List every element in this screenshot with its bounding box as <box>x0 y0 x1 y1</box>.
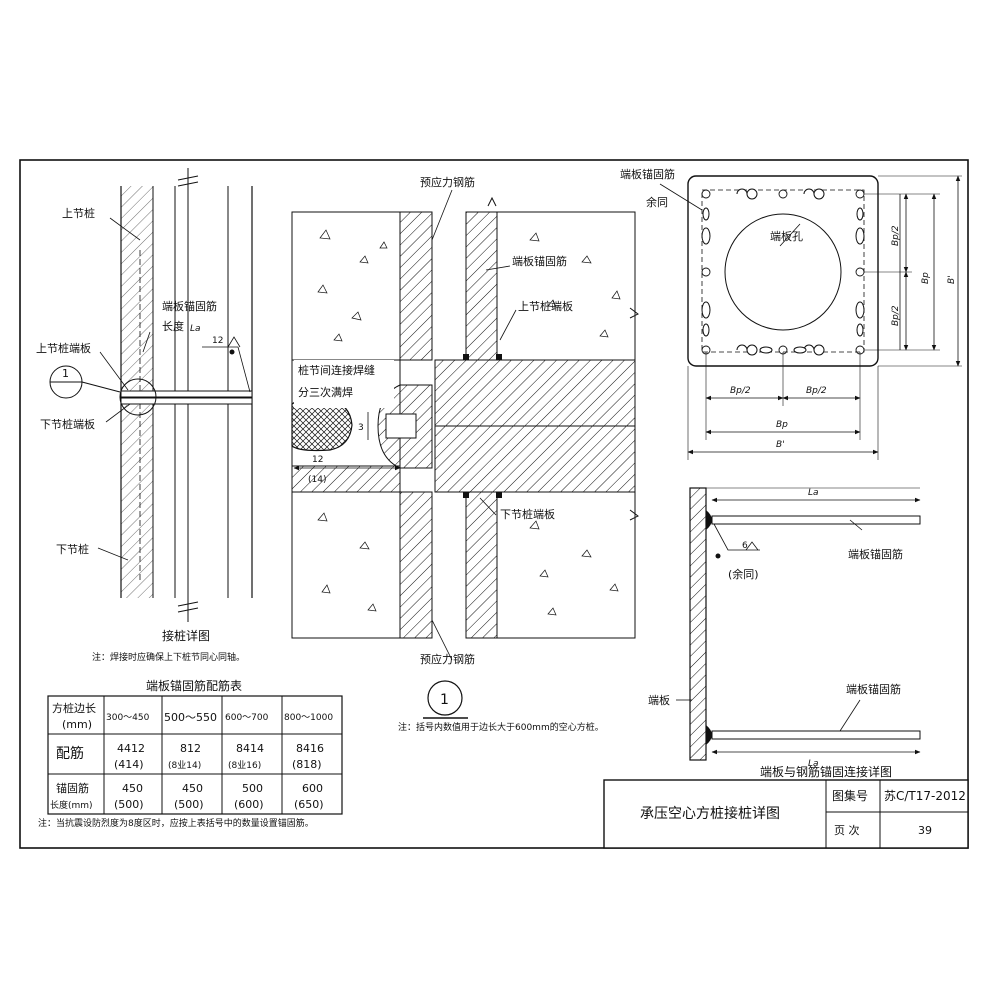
prestress-bottom-label: 预应力钢筋 <box>420 652 475 666</box>
anchor-connection-caption: 端板与钢筋锚固连接详图 <box>760 764 892 779</box>
range-cell: 500～550 <box>164 711 217 724</box>
weld-label-2: 分三次满焊 <box>298 385 353 399</box>
anchor-connection-detail: La 端板锚固筋 6 (余同) 端板 端板锚固筋 La 端板与钢筋锚固连接详图 <box>648 487 921 779</box>
dim-3: 3 <box>358 423 364 433</box>
detail-1: 预应力钢筋 端板锚固筋 上节桩端板 桩节间连接焊缝 分三次满焊 3 12 (14… <box>291 175 639 733</box>
la-symbol: La <box>190 324 201 334</box>
end-plate-hole <box>724 213 842 331</box>
row1-paren-cell: (414) <box>114 758 144 771</box>
same-label: (余同) <box>728 567 759 581</box>
row1-paren-cell: (8业16) <box>228 760 261 771</box>
dim-bp-h: Bp <box>776 420 788 430</box>
weld-size-12: 12 <box>212 336 223 346</box>
table-note: 注：当抗震设防烈度为8度区时，应按上表括号中的数量设置锚固筋。 <box>38 817 314 829</box>
row1-main-cell: 8414 <box>236 742 264 755</box>
callout-number: 1 <box>62 367 69 380</box>
row1-main-cell: 812 <box>180 742 201 755</box>
rebar-table: 端板锚固筋配筋表 方桩边长 (mm) 300～450 500～550 600～7… <box>38 678 343 829</box>
drawing-title: 承压空心方桩接桩详图 <box>640 805 780 822</box>
end-plate-label: 端板 <box>648 693 670 707</box>
upper-pile-label: 上节桩 <box>62 206 95 220</box>
upper-end-plate-d1: 上节桩端板 <box>518 299 573 313</box>
lower-end-plate-label: 下节桩端板 <box>40 417 95 431</box>
table-header-line2: (mm) <box>62 718 92 731</box>
la-bottom: La <box>808 759 819 769</box>
table-header-line1: 方桩边长 <box>52 701 96 715</box>
range-cell: 300～450 <box>106 713 150 723</box>
row2-main-cell: 450 <box>122 782 143 795</box>
rebar-table-title: 端板锚固筋配筋表 <box>146 678 242 693</box>
row2-label-line2: 长度(mm) <box>50 799 93 811</box>
detail-number: 1 <box>440 692 449 708</box>
dim-bp-half-v1: Bp/2 <box>891 225 901 246</box>
anchor-bar-bottom-label: 端板锚固筋 <box>846 682 901 696</box>
row1-paren-cell: (8业14) <box>168 760 201 771</box>
page-value: 39 <box>918 824 932 837</box>
lower-end-plate-d1: 下节桩端板 <box>500 507 555 521</box>
la-top: La <box>808 488 819 498</box>
lower-pile-label: 下节桩 <box>56 542 89 556</box>
dim-bp-v: Bp <box>921 272 931 284</box>
row1-main-cell: 8416 <box>296 742 324 755</box>
weld-label-1: 桩节间连接焊缝 <box>298 363 375 377</box>
page-label: 页 次 <box>834 823 860 837</box>
row2-paren-cell: (500) <box>174 798 204 811</box>
plan-hole-label: 端板孔 <box>770 229 803 243</box>
detail-1-note: 注：括号内数值用于边长大于600mm的空心方桩。 <box>398 721 604 733</box>
row2-paren-cell: (500) <box>114 798 144 811</box>
dim-14: (14) <box>308 475 326 485</box>
anchor-bar-label: 端板锚固筋 <box>512 254 567 268</box>
row1-paren-cell: (818) <box>292 758 322 771</box>
dim-bp-half-h1: Bp/2 <box>730 386 751 396</box>
dim-12: 12 <box>312 455 323 465</box>
splice-note: 注：焊接时应确保上下桩节同心同轴。 <box>92 651 245 663</box>
plan-anchor-bar-label: 端板锚固筋 <box>620 167 675 181</box>
dim-bp-half-h2: Bp/2 <box>806 386 827 396</box>
splice-detail: 1 上节桩 端板锚固筋 长度 La 12 上节桩端板 下节桩端板 下节桩 接桩详… <box>36 168 253 663</box>
range-cell: 600～700 <box>225 713 269 723</box>
prestress-top-label: 预应力钢筋 <box>420 175 475 189</box>
weld-size-6: 6 <box>742 541 748 551</box>
row1-main-cell: 4412 <box>117 742 145 755</box>
row2-label-line1: 锚固筋 <box>56 781 89 795</box>
dim-b-prime-v: B' <box>947 275 957 284</box>
plan-same-label: 余同 <box>646 195 668 209</box>
end-plate-plan: 端板锚固筋 余同 端板孔 Bp/2 Bp/2 Bp B' Bp/2 Bp/2 B… <box>620 167 962 460</box>
upper-end-plate-label: 上节桩端板 <box>36 341 91 355</box>
anchor-length-label-1: 端板锚固筋 <box>162 299 217 313</box>
splice-caption: 接桩详图 <box>162 628 210 643</box>
anchor-bar-top-label: 端板锚固筋 <box>848 547 903 561</box>
atlas-label: 图集号 <box>832 788 868 803</box>
row1-label: 配筋 <box>56 745 84 762</box>
atlas-value: 苏C/T17-2012 <box>884 789 966 803</box>
row2-main-cell: 500 <box>242 782 263 795</box>
title-block: 承压空心方桩接桩详图 图集号 苏C/T17-2012 页 次 39 <box>603 779 969 849</box>
range-cell: 800～1000 <box>284 713 333 723</box>
dim-b-prime-h: B' <box>776 440 785 450</box>
row2-paren-cell: (600) <box>234 798 264 811</box>
detail-number-circle <box>427 680 463 716</box>
row2-paren-cell: (650) <box>294 798 324 811</box>
anchor-length-label-2: 长度 <box>162 319 184 333</box>
row2-main-cell: 600 <box>302 782 323 795</box>
row2-main-cell: 450 <box>182 782 203 795</box>
sheet-border <box>19 159 969 849</box>
dim-bp-half-v2: Bp/2 <box>891 305 901 326</box>
